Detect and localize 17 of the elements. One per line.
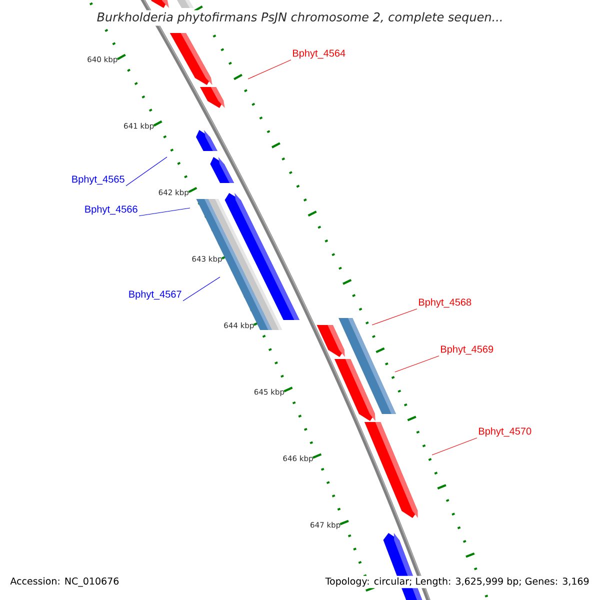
- gene-label: Bphyt_4564: [293, 49, 346, 59]
- gene-label: Bphyt_4569: [441, 345, 494, 355]
- leader-line: [394, 356, 440, 372]
- leader-line: [126, 156, 168, 186]
- footer-text: Topology: circular; Length: 3,625,999 bp; Genes: 3,169: [324, 576, 591, 588]
- leader-line: [372, 308, 418, 326]
- footer-text: Accession: NC_010676: [10, 577, 119, 587]
- gene-label: Bphyt_4568: [419, 298, 472, 308]
- leader-line: [138, 208, 190, 216]
- gene-label: Bphyt_4570: [479, 427, 532, 437]
- gene-label: Bphyt_4567: [129, 290, 182, 300]
- leader-line: [182, 276, 220, 302]
- leader-line: [248, 60, 292, 80]
- title: Burkholderia phytofirmans PsJN chromosome 2, complete sequen...: [92, 10, 508, 26]
- gene-label: Bphyt_4565: [72, 175, 124, 185]
- leader-line: [432, 438, 478, 456]
- gene-label: Bphyt_4566: [85, 205, 138, 215]
